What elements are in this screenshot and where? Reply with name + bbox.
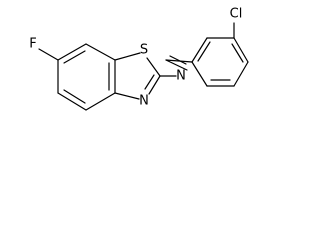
bond-c7-c7a [85,43,116,61]
bond-c4-c5 [57,92,87,111]
ring-nitrogen-atom-label: N [139,94,149,109]
bond-c3-c4 [233,37,249,63]
bond-c2-n3 [148,75,161,95]
imine-nitrogen-atom-label: N [176,69,186,84]
bond-c7a-s [114,52,141,61]
molecule-structure: F S N N Cl [29,7,249,111]
bonds [38,22,249,111]
bond-c4-c5b [233,61,249,87]
bond-c3a-c4 [85,92,116,111]
bond-c4-c5-inner [63,89,86,104]
bond-c1-c2 [191,37,208,63]
bond-c6b-c1 [191,61,208,87]
bond-c2-n3-inner [144,74,155,90]
sulfur-atom-label: S [140,43,148,58]
bond-c6-c7-inner [63,50,86,64]
chlorine-atom-label: Cl [230,7,243,22]
atom-labels: F S N N Cl [29,7,242,109]
bond-ch-c1 [165,59,193,63]
bond-n3-c3a [114,92,140,100]
bond-s-c2 [146,57,161,77]
fluorine-atom-label: F [29,37,36,52]
bond-c1-c2-inner [197,41,211,62]
bond-c3-c4-inner [231,43,244,63]
structure-canvas: F S N N Cl [0,0,270,131]
bond-c6-c7 [57,43,87,61]
bond-n-ch [165,59,188,71]
bond-n-ch-inner [169,55,187,65]
bond-c6-f [38,48,59,61]
